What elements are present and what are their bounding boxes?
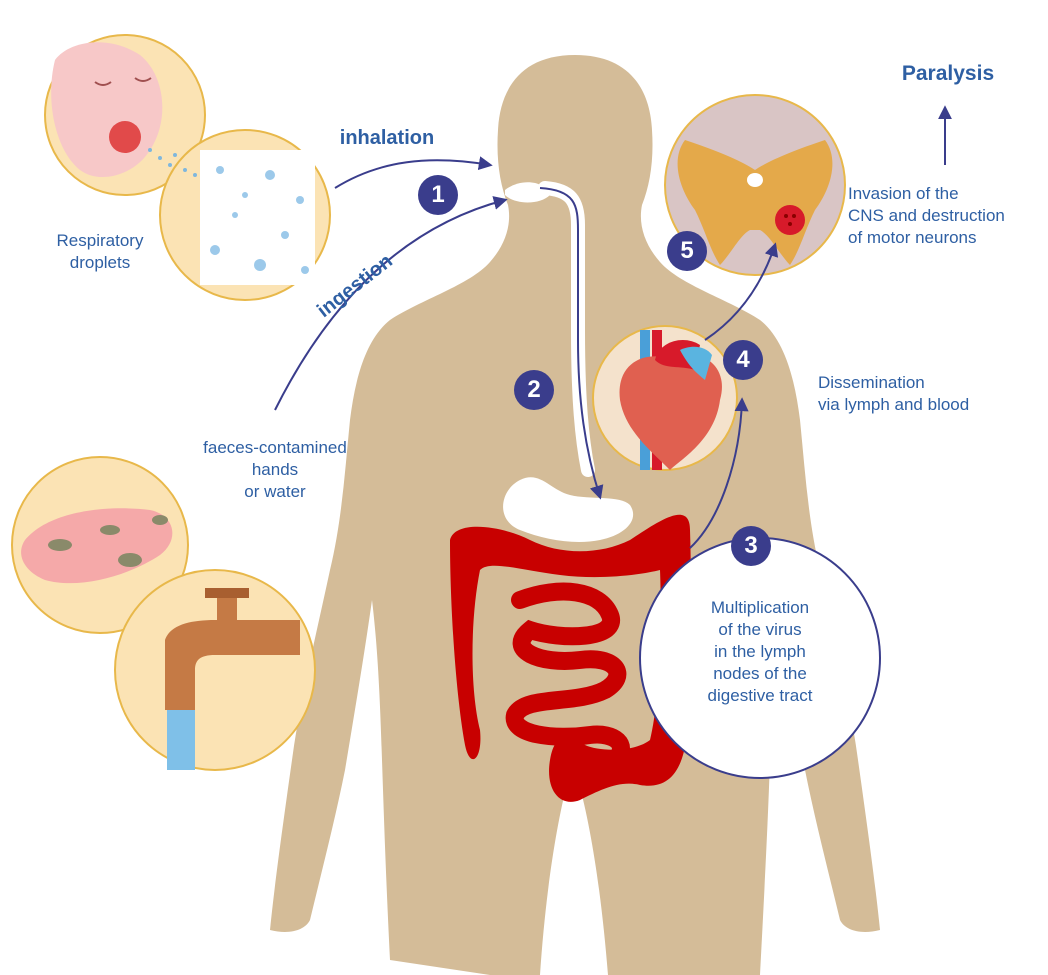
paralysis-title: Paralysis [888,63,1008,85]
multiplication-line-3: in the lymph [670,641,850,663]
invasion-label: Invasion of the CNS and destruction of m… [848,183,1043,249]
hands-water-illustration [12,457,315,770]
faeces-label: faeces-contamined hands or water [180,437,370,503]
respiratory-line-1: Respiratory [40,230,160,252]
step-badge-4: 4 [723,340,763,380]
inhalation-arrow [335,160,490,188]
multiplication-line-4: nodes of the [670,663,850,685]
step-badge-3: 3 [731,526,771,566]
faeces-line-1: faeces-contamined [180,437,370,459]
invasion-line-2: CNS and destruction [848,205,1043,227]
step-badge-1: 1 [418,175,458,215]
multiplication-line-1: Multiplication [670,597,850,619]
inhalation-label: inhalation [332,127,442,149]
step-badge-5: 5 [667,231,707,271]
faeces-line-3: or water [180,481,370,503]
invasion-line-3: of motor neurons [848,227,1043,249]
heart-illustration [593,326,737,470]
multiplication-line-5: digestive tract [670,685,850,707]
multiplication-line-2: of the virus [670,619,850,641]
dissemination-line-2: via lymph and blood [818,394,1018,416]
faeces-line-2: hands [180,459,370,481]
invasion-line-1: Invasion of the [848,183,1043,205]
dissemination-line-1: Dissemination [818,372,1018,394]
respiratory-label: Respiratory droplets [40,230,160,274]
respiratory-line-2: droplets [40,252,160,274]
dissemination-label: Dissemination via lymph and blood [818,372,1018,416]
step-badge-2: 2 [514,370,554,410]
multiplication-label: Multiplication of the virus in the lymph… [670,597,850,707]
